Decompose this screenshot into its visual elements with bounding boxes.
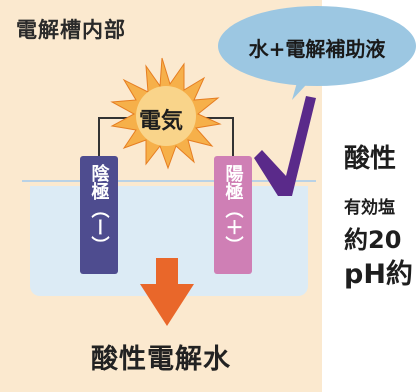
down-arrow-icon xyxy=(140,258,194,326)
water-surface-line xyxy=(22,180,316,182)
result-label: 酸性電解水 xyxy=(91,344,231,375)
side-text-line-2: 有効塩 xyxy=(344,198,395,218)
cathode-wire xyxy=(98,117,128,158)
anode-label: 陽極（＋） xyxy=(222,164,244,254)
bubble-label: 水+電解補助液 xyxy=(248,37,386,61)
side-text-line-3: 約20 xyxy=(344,226,402,254)
diagram-title: 電解槽内部 xyxy=(16,18,126,42)
cathode-label: 陰極（ー） xyxy=(88,164,110,254)
sun-burst-icon xyxy=(110,57,222,170)
check-arrow-icon xyxy=(254,96,316,196)
side-text-line-1: 酸性 xyxy=(344,144,397,174)
side-text-line-4: pH約 xyxy=(344,259,413,290)
anode-wire xyxy=(196,117,234,158)
cathode-electrode: 陰極（ー） xyxy=(80,156,118,274)
anode-electrode: 陽極（＋） xyxy=(214,156,252,274)
electricity-label: 電気 xyxy=(138,109,183,134)
bubble-tail xyxy=(292,72,318,100)
